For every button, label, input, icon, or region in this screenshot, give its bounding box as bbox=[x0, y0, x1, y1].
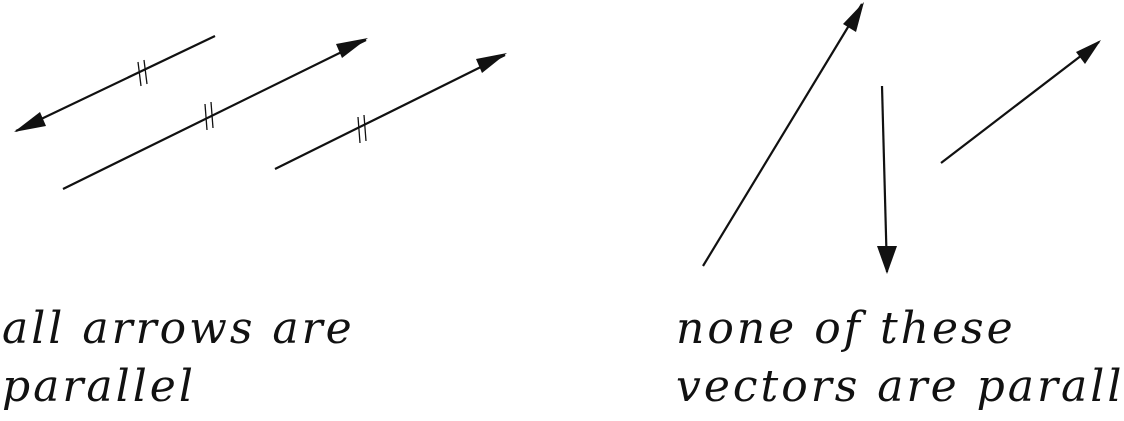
left-caption-line-1: all arrows are bbox=[2, 303, 355, 354]
left-arrow-3-head bbox=[476, 53, 507, 73]
left-arrow-3-double-tick-icon bbox=[357, 114, 367, 144]
left-arrow-2-double-tick-icon bbox=[204, 101, 214, 131]
left-arrow-1-head bbox=[14, 112, 46, 132]
left-panel-arrows bbox=[14, 35, 507, 190]
left-arrow-1 bbox=[15, 35, 216, 132]
left-arrow-1-double-tick-icon bbox=[137, 59, 148, 87]
left-arrow-3 bbox=[274, 54, 506, 170]
right-arrow-1-head bbox=[843, 2, 864, 32]
left-caption: all arrows are parallel bbox=[2, 300, 355, 416]
right-panel-arrows bbox=[702, 2, 1101, 274]
right-arrow-2 bbox=[880, 85, 889, 273]
right-caption-line-2: vectors are parallel bbox=[676, 361, 1124, 412]
right-arrow-1 bbox=[702, 3, 863, 267]
left-arrow-2 bbox=[62, 39, 367, 190]
right-arrow-3-head bbox=[1076, 40, 1101, 64]
left-caption-line-2: parallel bbox=[2, 361, 196, 412]
left-arrow-2-head bbox=[336, 38, 368, 58]
right-caption-line-1: none of these bbox=[676, 303, 1016, 354]
right-arrow-2-head bbox=[877, 246, 897, 274]
right-arrow-3 bbox=[940, 41, 1100, 164]
right-caption: none of these vectors are parallel bbox=[676, 300, 1124, 416]
